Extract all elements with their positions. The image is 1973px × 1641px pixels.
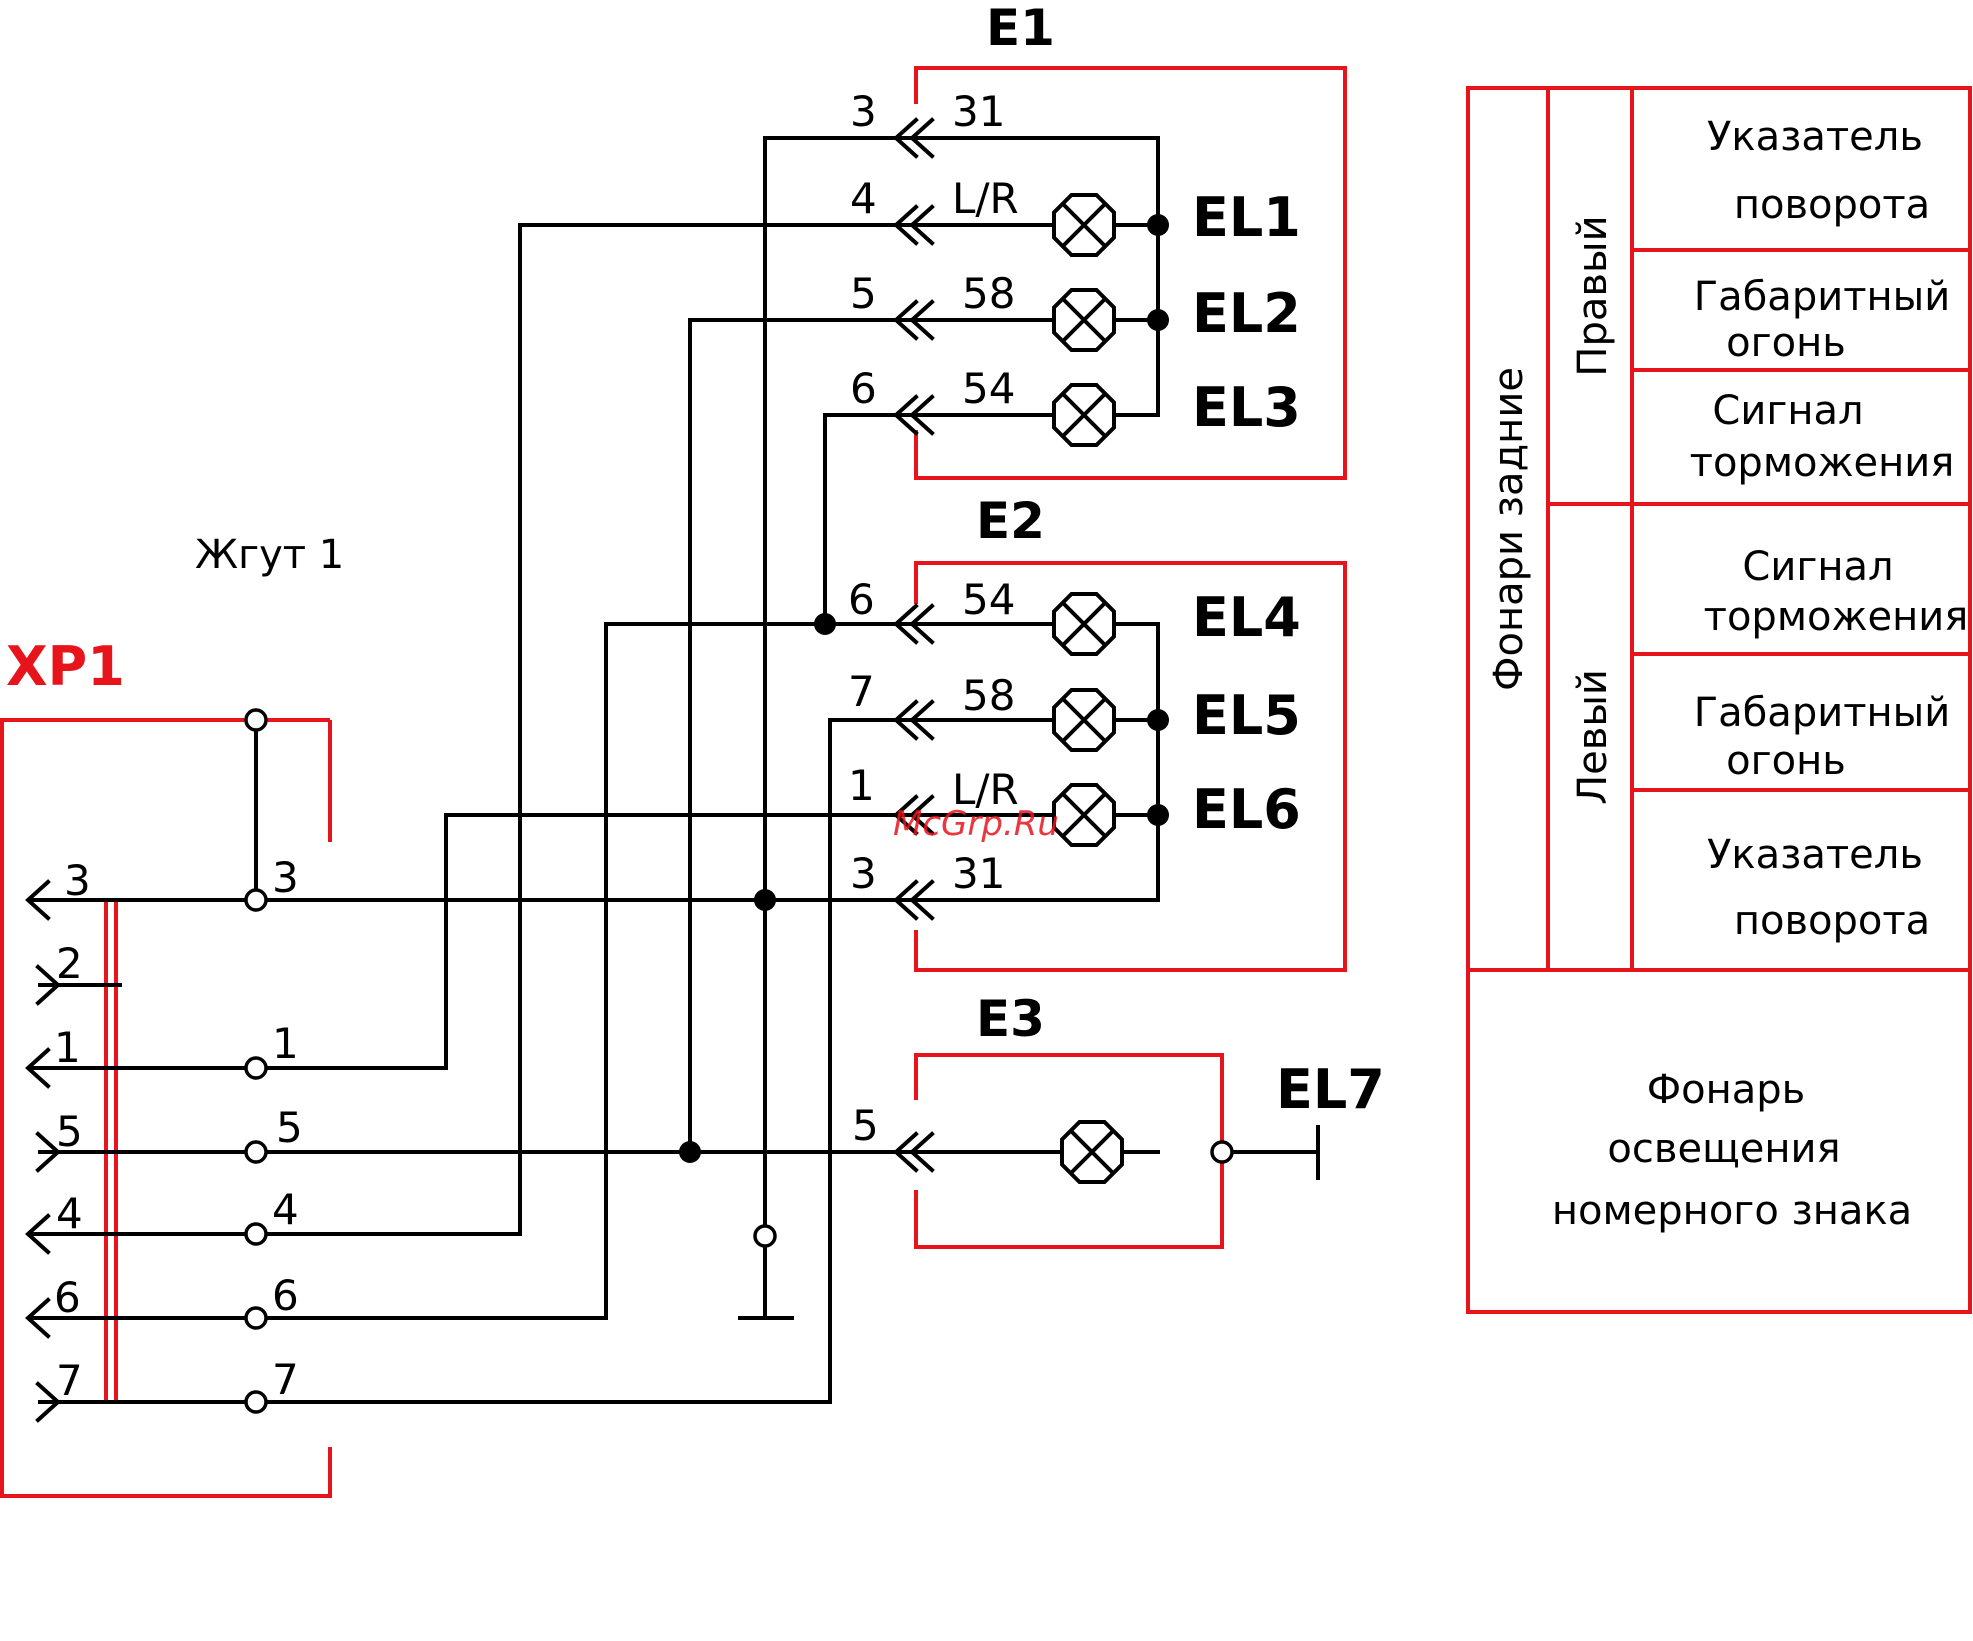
- e1-pin-label: 3: [850, 87, 877, 136]
- xp1-terminal-label: 7: [272, 1355, 299, 1404]
- lamp-el7-label: EL7: [1276, 1058, 1385, 1121]
- legend-item-line: поворота: [1734, 182, 1930, 228]
- e1-pin-label: 5: [850, 269, 877, 318]
- legend-group-label: Фонари задние: [1486, 367, 1532, 691]
- e2-pin-label: 1: [848, 761, 875, 810]
- xp1-pin-label: 1: [54, 1023, 81, 1072]
- legend-item-line: Габаритный: [1694, 690, 1951, 736]
- lamp-el3-label: EL3: [1192, 376, 1301, 439]
- legend-item-line: Сигнал: [1712, 388, 1863, 434]
- connector-xp1-label: XP1: [6, 635, 125, 698]
- legend-left-label: Левый: [1570, 669, 1616, 805]
- legend-item-line: Сигнал: [1742, 544, 1893, 590]
- e2-pin-label: 3: [850, 849, 877, 898]
- lamp-el2-label: EL2: [1192, 282, 1301, 345]
- xp1-pin-label: 2: [56, 939, 83, 988]
- xp1-terminal-label: 6: [272, 1271, 299, 1320]
- lamp-el6-label: EL6: [1192, 778, 1301, 841]
- lamp-el1-label: EL1: [1192, 186, 1301, 249]
- e2-contact-label: 54: [962, 575, 1015, 624]
- xp1-pin-label: 3: [64, 856, 91, 905]
- legend-item-line: торможения: [1704, 594, 1969, 640]
- legend-item-line: Указатель: [1707, 114, 1923, 160]
- e3-pin-label: 5: [852, 1101, 879, 1150]
- block-e2-label: E2: [976, 492, 1045, 550]
- block-e3-label: E3: [976, 990, 1045, 1048]
- legend-right-label: Правый: [1570, 215, 1616, 376]
- legend-plate-line: освещения: [1607, 1126, 1840, 1172]
- legend-item-line: огонь: [1726, 320, 1846, 366]
- e2-pin-label: 7: [848, 667, 875, 716]
- harness-label: Жгут 1: [195, 532, 344, 578]
- e2-pin-label: 6: [848, 575, 875, 624]
- legend-item-line: торможения: [1690, 440, 1955, 486]
- watermark: McGrp.Ru: [893, 804, 1059, 844]
- lamp-symbols: [1054, 195, 1122, 1182]
- e2-contact-label: 58: [962, 671, 1015, 720]
- xp1-pin-label: 6: [54, 1273, 81, 1322]
- xp1-pin-label: 7: [56, 1356, 83, 1405]
- wires: [30, 138, 1318, 1402]
- lamp-el5-label: EL5: [1192, 684, 1301, 747]
- xp1-terminal-label: 3: [272, 853, 299, 902]
- e1-contact-label: 54: [962, 364, 1015, 413]
- xp1-pin-labels: 3 2 1 5 4 6 7: [54, 856, 91, 1405]
- e1-contact-label: 31: [952, 87, 1005, 136]
- legend-plate-line: номерного знака: [1552, 1188, 1912, 1234]
- e1-contact-label: L/R: [952, 174, 1019, 223]
- e1-pin-label: 4: [850, 174, 877, 223]
- xp1-pin-label: 4: [56, 1189, 83, 1238]
- e2-contact-label: 31: [952, 849, 1005, 898]
- xp1-terminal-label: 4: [272, 1185, 299, 1234]
- block-e1-label: E1: [986, 0, 1055, 57]
- legend-item-line: Указатель: [1707, 832, 1923, 878]
- lamp-el4-label: EL4: [1192, 586, 1301, 649]
- legend-item-line: огонь: [1726, 738, 1846, 784]
- legend-item-line: поворота: [1734, 898, 1930, 944]
- legend-item-line: Габаритный: [1694, 274, 1951, 320]
- e1-pin-label: 6: [850, 364, 877, 413]
- xp1-terminal-label: 5: [276, 1103, 303, 1152]
- xp1-terminal-labels: 3 1 5 4 6 7: [272, 853, 303, 1404]
- xp1-pin-label: 5: [56, 1107, 83, 1156]
- legend-plate-line: Фонарь: [1647, 1067, 1806, 1113]
- xp1-terminal-label: 1: [272, 1019, 299, 1068]
- e1-contact-label: 58: [962, 269, 1015, 318]
- block-sockets: [896, 120, 932, 1170]
